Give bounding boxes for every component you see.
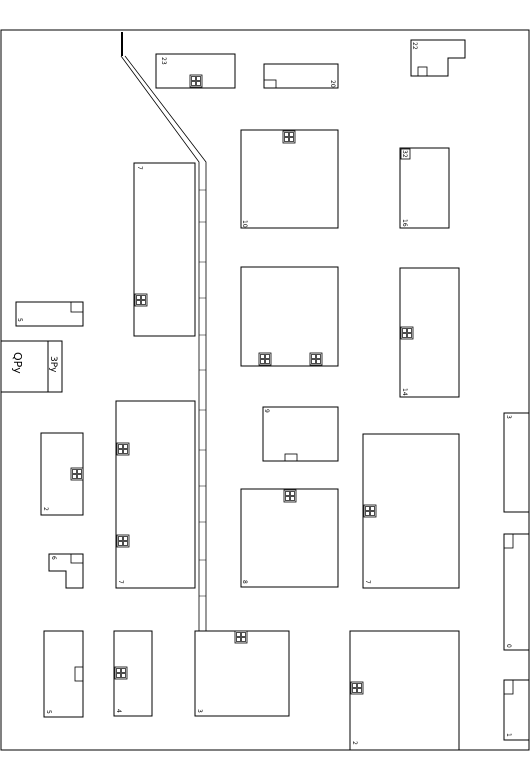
station-label-left: QPy <box>11 352 24 374</box>
building-label: 32 <box>401 150 408 158</box>
building-label: 23 <box>160 57 167 65</box>
building-22: 22 <box>410 39 466 77</box>
building-8: 8 <box>240 488 339 588</box>
building-east-1: 1 <box>503 679 530 741</box>
building-label: 7 <box>364 580 371 584</box>
building-20: 20 <box>263 63 339 89</box>
building-2-south: 2 <box>349 630 460 751</box>
building-32-16: 32 16 <box>399 147 450 229</box>
building-label: 3 <box>505 415 512 419</box>
building-label: 1 <box>505 733 512 737</box>
building-label: 3 <box>196 709 203 713</box>
building-label: 9 <box>263 409 270 413</box>
station-label-right: 3Py <box>48 356 58 373</box>
building-2-west: 2 <box>40 432 84 516</box>
building-5-west: 5 <box>15 301 84 327</box>
building-label: 2 <box>351 741 358 745</box>
building-central <box>240 266 339 367</box>
building-east-0: 0 <box>503 533 530 651</box>
building-label: 8 <box>241 580 248 584</box>
building-10: 10 <box>240 129 339 229</box>
building-label: 0 <box>505 644 512 648</box>
access-road <box>120 32 207 632</box>
building-label: 7 <box>117 580 124 584</box>
building-label: 5 <box>45 710 52 714</box>
building-7-east: 7 <box>362 433 460 589</box>
building-3: 3 <box>194 630 290 717</box>
building-label: 6 <box>50 556 57 560</box>
building-7-north: 7 <box>133 162 196 337</box>
building-23: 23 <box>155 53 236 89</box>
building-9: 9 <box>262 406 339 462</box>
building-label: 14 <box>401 388 408 396</box>
building-label: 7 <box>136 166 143 170</box>
building-label: 4 <box>115 709 122 713</box>
building-west-tall: 7 <box>115 400 196 589</box>
building-14: 14 <box>399 267 460 398</box>
building-label: 20 <box>329 80 336 88</box>
building-6: 6 <box>48 553 84 589</box>
building-4: 4 <box>113 630 153 717</box>
building-label: 2 <box>42 507 49 511</box>
station-block: QPy 3Py <box>0 340 63 393</box>
building-label: 22 <box>411 42 418 50</box>
building-5-south: 5 <box>43 630 84 718</box>
building-label: 10 <box>241 220 248 228</box>
building-east-3: 3 <box>503 412 530 513</box>
building-label: 5 <box>16 318 23 322</box>
building-label: 16 <box>401 219 408 227</box>
